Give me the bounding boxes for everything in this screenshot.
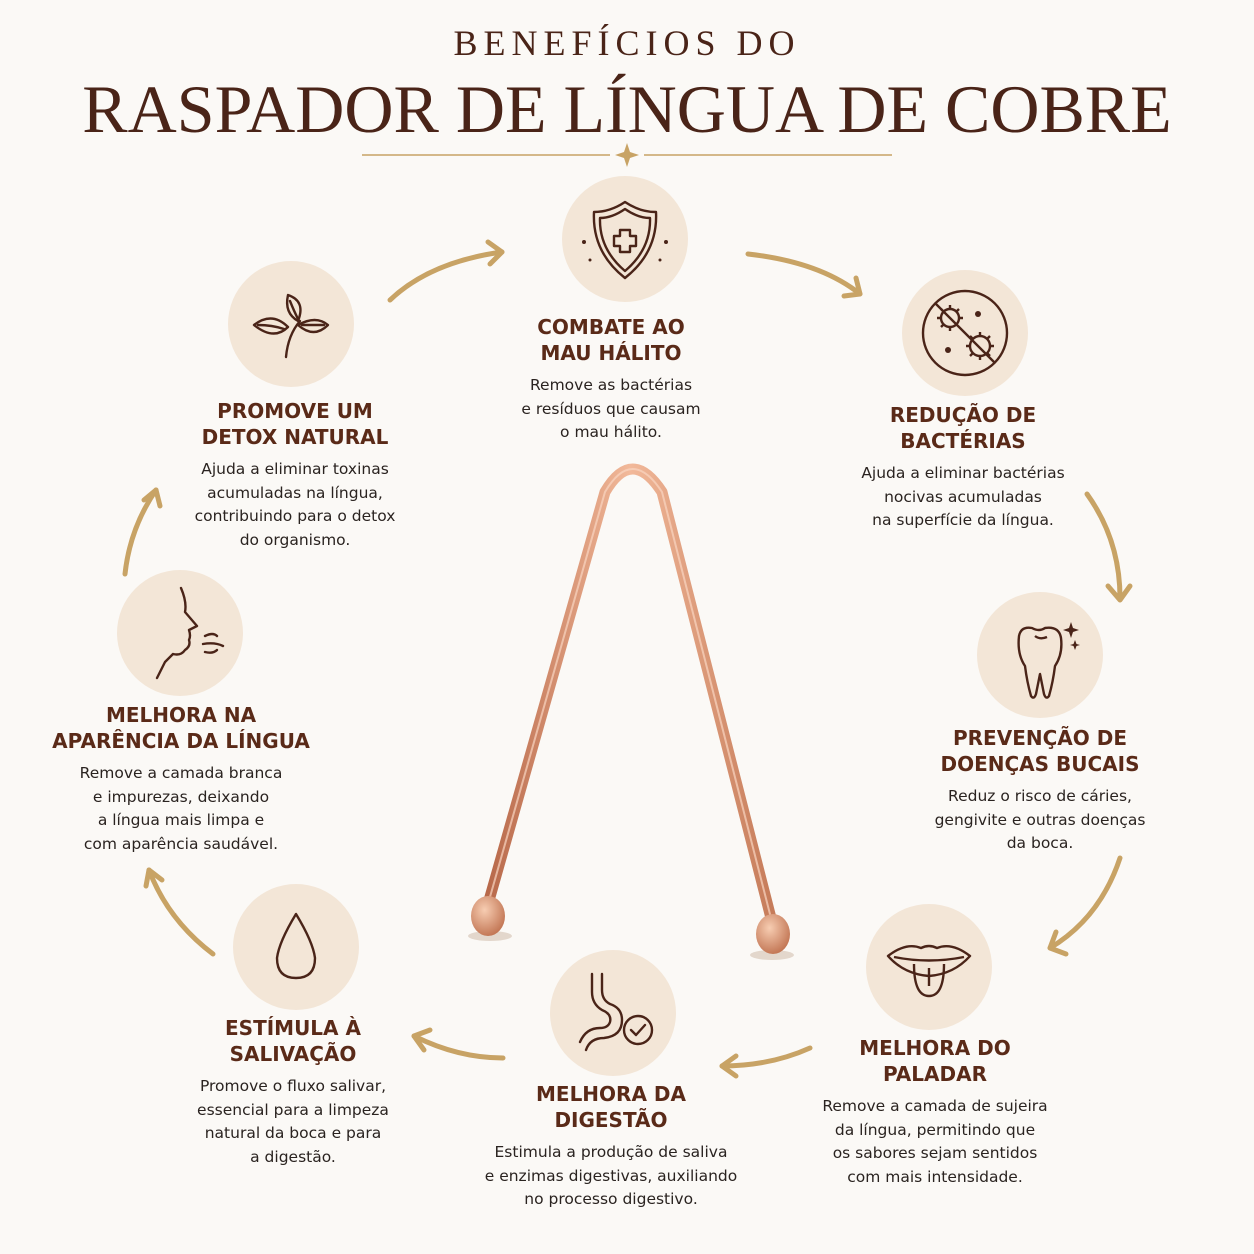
benefit-icon-circle-4 xyxy=(866,904,992,1030)
benefit-icon-circle-6 xyxy=(233,884,359,1010)
header-supertitle: BENEFÍCIOS DO xyxy=(453,23,801,63)
arrow-7-icon xyxy=(122,487,163,577)
arrow-4-icon xyxy=(719,1045,813,1079)
shield-plus-icon xyxy=(582,200,668,280)
arrow-1-icon xyxy=(745,251,863,299)
stomach-check-icon xyxy=(578,972,654,1052)
arrow-8-icon xyxy=(387,239,505,303)
benefit-icon-circle-8 xyxy=(228,261,354,387)
benefit-icon-circle-7 xyxy=(117,570,243,696)
drop-icon xyxy=(275,912,317,980)
no-bacteria-icon xyxy=(921,289,1009,377)
benefit-icon-circle-3 xyxy=(977,592,1103,718)
benefit-3-desc: Reduz o risco de cáries,gengivite e outr… xyxy=(934,787,1146,852)
arrow-3-icon xyxy=(1047,855,1123,957)
title-divider xyxy=(362,143,892,167)
benefit-icon-circle-2 xyxy=(902,270,1028,396)
arrow-6-icon xyxy=(143,867,216,957)
benefit-6-desc: Promove o fluxo salivar,essencial para a… xyxy=(197,1077,389,1166)
benefit-icon-circle-1 xyxy=(562,176,688,302)
leaves-icon xyxy=(252,293,330,359)
benefit-icon-circle-5 xyxy=(550,950,676,1076)
copper-scraper-image xyxy=(468,463,794,960)
mouth-tongue-icon xyxy=(886,944,972,998)
page-title: RASPADOR DE LÍNGUA DE COBRE xyxy=(82,71,1172,147)
tooth-icon xyxy=(1017,622,1080,699)
arrow-5-icon xyxy=(411,1027,506,1061)
cycle-arrows xyxy=(122,239,1133,1079)
face-breath-icon xyxy=(155,586,225,680)
arrow-2-icon xyxy=(1084,491,1133,603)
